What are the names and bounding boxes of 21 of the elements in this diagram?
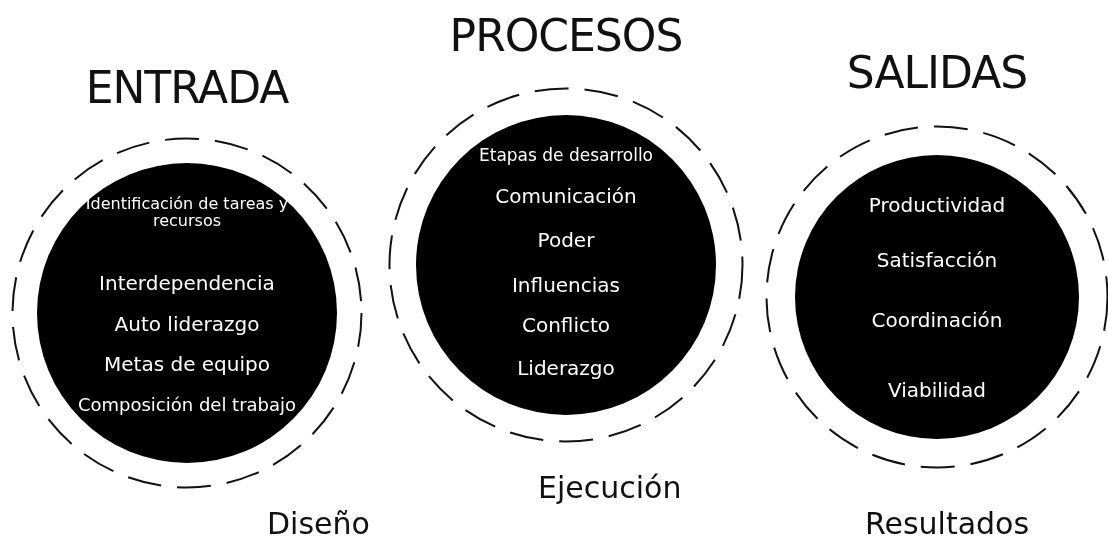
list-item: Auto liderazgo xyxy=(113,314,261,335)
list-item: Liderazgo xyxy=(516,358,616,379)
list-item: Coordinación xyxy=(870,310,1004,331)
heading: SALIDAS xyxy=(845,47,1029,98)
node-label: Resultados xyxy=(865,506,1030,541)
list-item: Viabilidad xyxy=(886,380,988,401)
node-label: Ejecución xyxy=(538,470,682,505)
list-item: Productividad xyxy=(867,195,1007,216)
heading: PROCESOS xyxy=(448,10,684,61)
list-item: Composición del trabajo xyxy=(76,396,298,415)
list-item: Comunicación xyxy=(494,186,638,207)
heading: ENTRADA xyxy=(84,62,290,113)
list-item: Etapas de desarrollo xyxy=(478,147,654,165)
list-item: Conflicto xyxy=(520,315,612,336)
list-item: Satisfacción xyxy=(875,250,999,271)
list-item: Influencias xyxy=(510,275,622,296)
list-item: Identificación de tareas y recursos xyxy=(84,196,290,230)
node-label: Diseño xyxy=(267,506,370,541)
list-item: Poder xyxy=(536,230,596,251)
list-item: Metas de equipo xyxy=(103,354,271,375)
list-item: Interdependencia xyxy=(98,273,276,294)
